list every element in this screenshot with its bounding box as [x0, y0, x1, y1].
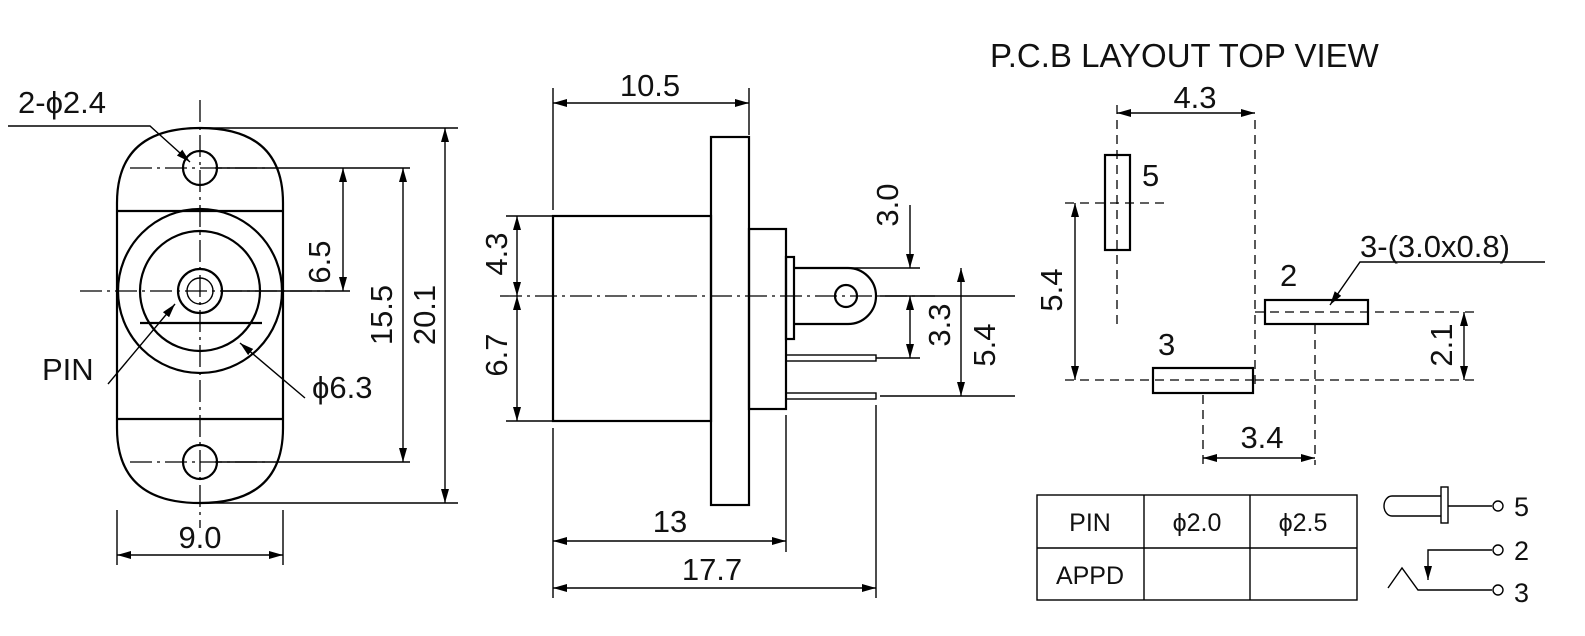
schematic-pin-5-label: 5: [1514, 492, 1529, 522]
height-mid-label: 15.5: [364, 285, 399, 345]
flange-to-front-label: 10.5: [620, 68, 680, 103]
body-length-label: 13: [653, 504, 687, 539]
lower-height-label: 6.7: [479, 333, 514, 376]
pin-table-header-dia20: ϕ2.0: [1173, 509, 1222, 537]
front-flange-outline: [115, 126, 285, 505]
schematic-terminal-3: [1492, 584, 1504, 596]
total-length-label: 17.7: [682, 552, 742, 587]
side-view: 10.5 4.3 6.7 3.0 3.3 5.4 13 17.7: [479, 68, 1015, 598]
pcb-layout: P.C.B LAYOUT TOP VIEW 4.3 5.4 2.1 3.4 3-…: [990, 37, 1545, 465]
hole-spacing-label: 6.5: [302, 240, 337, 283]
tab-offset-label: 3.3: [922, 303, 957, 346]
hole-callout-label: 2-ϕ2.4: [18, 85, 106, 120]
width-label: 9.0: [178, 520, 221, 555]
pin-table-header-pin: PIN: [1069, 509, 1111, 537]
jack-schematic: 5 2 3: [1383, 486, 1529, 608]
side-flange: [709, 135, 751, 507]
side-body: [551, 214, 713, 423]
side-rear: [747, 227, 788, 411]
pcb-right-span-label: 2.1: [1424, 323, 1459, 366]
schematic-pin-3-label: 3: [1514, 578, 1529, 608]
schematic-pin-sleeve: [1383, 495, 1441, 517]
pin-table-row-label: APPD: [1056, 562, 1124, 590]
pin-table-header-dia25: ϕ2.5: [1279, 509, 1328, 537]
height-total-label: 20.1: [407, 285, 442, 345]
pad-callout-label: 3-(3.0x0.8): [1360, 229, 1510, 264]
pcb-bottom-span-label: 3.4: [1240, 420, 1283, 455]
schematic-terminal-5: [1492, 500, 1504, 512]
pcb-top-span-label: 4.3: [1173, 80, 1216, 115]
upper-height-label: 4.3: [479, 232, 514, 275]
schematic-terminal-2: [1492, 544, 1504, 556]
side-pin-upper: [785, 354, 877, 362]
pad-2-label: 2: [1280, 258, 1297, 293]
tab-top-offset-label: 3.0: [870, 183, 905, 226]
body-dia-label: ϕ6.3: [312, 370, 372, 405]
schematic-pin-flange: [1440, 486, 1449, 524]
pad-3-label: 3: [1158, 327, 1175, 362]
front-view: 2-ϕ2.4 6.5 15.5 20.1 PIN ϕ6.3 9.0: [8, 85, 458, 565]
pin-label: PIN: [42, 352, 94, 387]
pcb-left-span-label: 5.4: [1034, 268, 1069, 311]
side-pin-lower: [785, 392, 877, 400]
pad-5-label: 5: [1142, 158, 1159, 193]
pcb-layout-title: P.C.B LAYOUT TOP VIEW: [990, 37, 1380, 74]
pin-table: PIN ϕ2.0 ϕ2.5 APPD: [1036, 494, 1358, 601]
pin-span-label: 5.4: [967, 323, 1002, 366]
schematic-pin-2-label: 2: [1514, 536, 1529, 566]
side-tab-terminal: [794, 266, 878, 326]
side-rear-cap: [784, 255, 796, 341]
